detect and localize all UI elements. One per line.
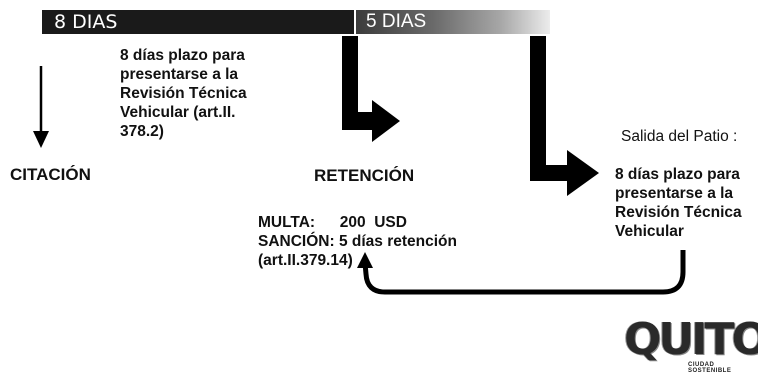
- citacion-note: 8 días plazo para presentarse a la Revis…: [120, 46, 247, 141]
- citacion-note-line: 378.2): [120, 123, 164, 140]
- exit-note-line: Revisión Técnica: [615, 204, 742, 221]
- timeline-bar-8-dias: 8 DIAS: [42, 10, 354, 34]
- exit-title: Salida del Patio :: [621, 128, 738, 145]
- penalty-block: MULTA: 200 USD SANCIÓN: 5 días retención…: [258, 213, 457, 270]
- citacion-note-line: Revisión Técnica: [120, 85, 247, 102]
- quito-logo: QUITO CIUDAD SOSTENIBLE: [624, 314, 758, 374]
- exit-note-line: Vehicular: [615, 223, 684, 240]
- multa-label: MULTA:: [258, 214, 316, 231]
- citacion-note-line: Vehicular (art.II.: [120, 104, 236, 121]
- sancion-value: 5 días retención: [338, 233, 457, 250]
- timeline-bar-5-dias-label: 5 DIAS: [366, 11, 427, 32]
- quito-logo-subtitle: CIUDAD SOSTENIBLE: [688, 362, 732, 374]
- exit-note-line: 8 días plazo para: [615, 166, 740, 183]
- timeline-bar-8-dias-label: 8 DIAS: [54, 11, 118, 33]
- citacion-note-line: 8 días plazo para: [120, 47, 245, 64]
- citacion-note-line: presentarse a la: [120, 66, 239, 83]
- timeline-bar-5-dias: 5 DIAS: [356, 10, 550, 34]
- sancion-label: SANCIÓN:: [258, 233, 335, 250]
- return-arrow-icon: [357, 250, 686, 295]
- multa-value: 200 USD: [339, 214, 407, 231]
- multa-row: MULTA: 200 USD: [258, 213, 457, 232]
- elbow-arrow-salida-icon: [530, 36, 599, 196]
- stage-citacion: CITACIÓN: [10, 165, 91, 184]
- quito-logo-text: QUITO: [624, 314, 758, 365]
- exit-note: 8 días plazo para presentarse a la Revis…: [615, 165, 742, 241]
- penalty-reference: (art.II.379.14): [258, 252, 353, 269]
- exit-note-line: presentarse a la: [615, 185, 734, 202]
- stage-retencion: RETENCIÓN: [314, 166, 415, 185]
- sancion-row: SANCIÓN: 5 días retención: [258, 232, 457, 251]
- down-arrow-icon: [33, 66, 49, 148]
- elbow-arrow-retencion-icon: [342, 36, 400, 142]
